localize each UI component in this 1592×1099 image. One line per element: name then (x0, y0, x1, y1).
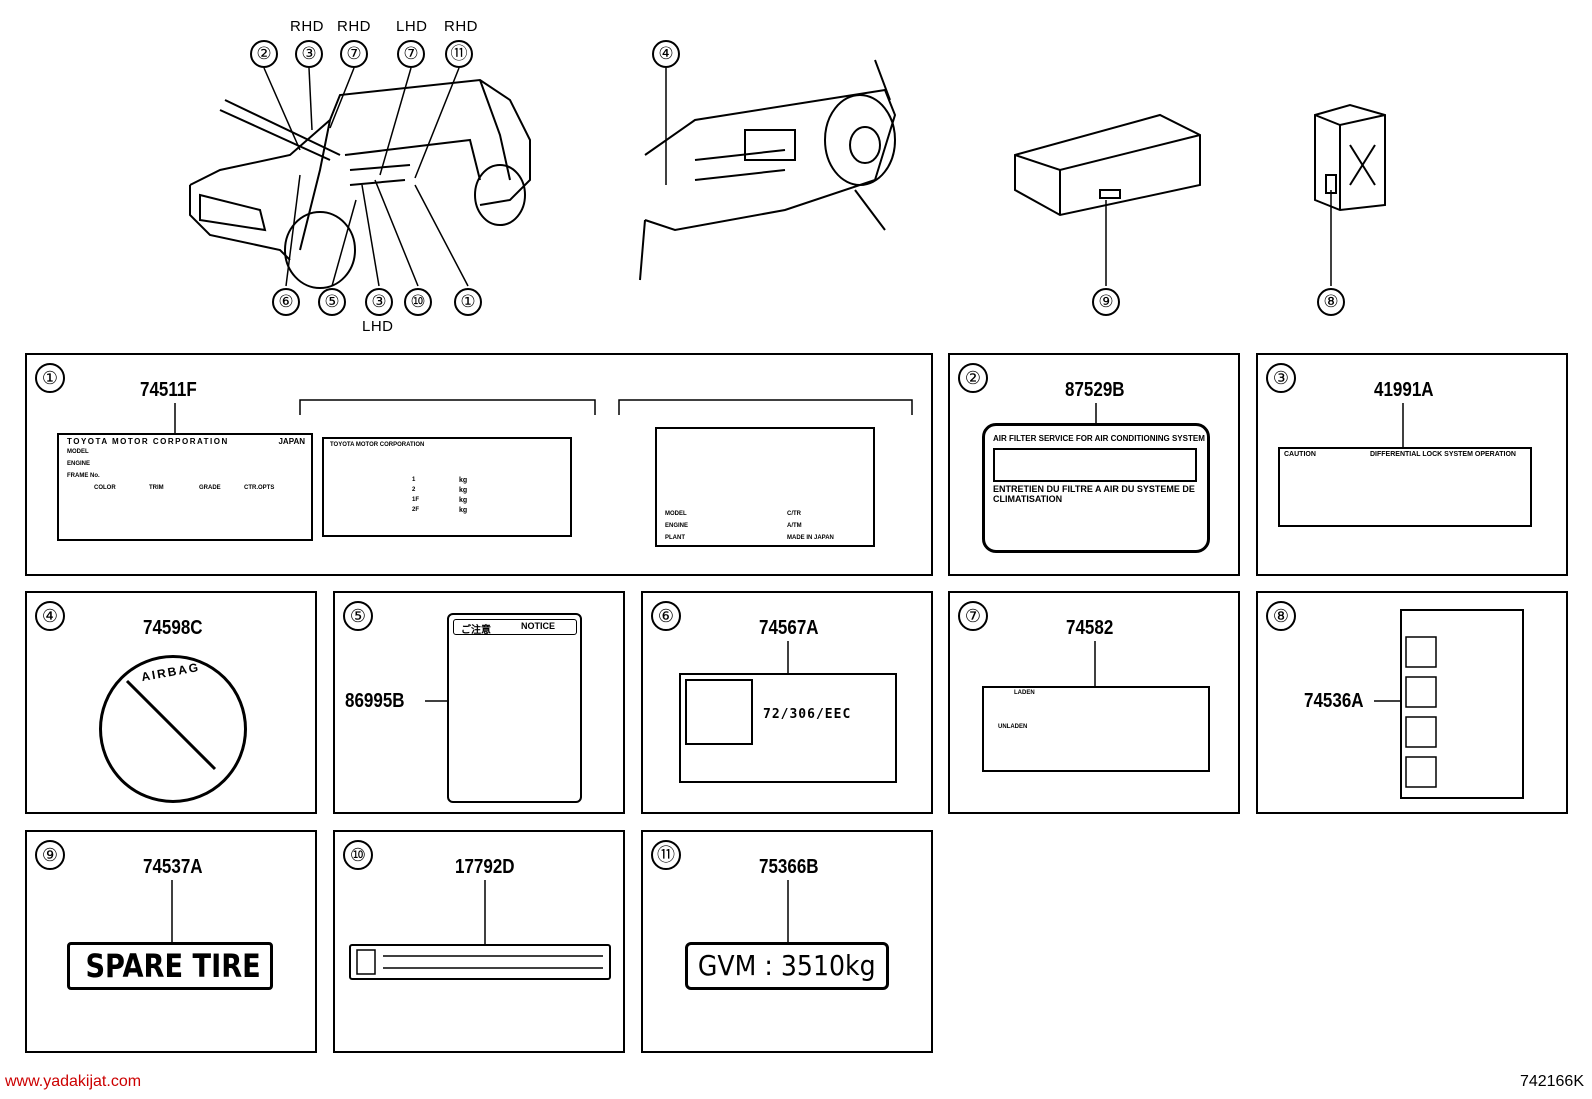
instruction-label (1400, 609, 1524, 799)
panel-number: ⑨ (35, 840, 65, 870)
panel-8: ⑧ 74536A (1256, 591, 1568, 814)
part-number: 74567A (759, 617, 819, 639)
panel-number: ⑪ (651, 840, 681, 870)
panel-number: ⑧ (1266, 601, 1296, 631)
part-number: 86995B (345, 690, 405, 712)
side-label: RHD (337, 18, 371, 35)
callout-5: ⑤ (318, 288, 346, 316)
plate-b: TOYOTA MOTOR CORPORATION 1 2 1F 2F kg kg… (322, 437, 572, 537)
plate-a: TOYOTA MOTOR CORPORATION JAPAN MODEL ENG… (57, 433, 313, 541)
panel-number: ⑤ (343, 601, 373, 631)
callout-3: ③ (295, 40, 323, 68)
panel-number: ⑦ (958, 601, 988, 631)
part-number: 74582 (1066, 617, 1114, 639)
panel-2: ② 87529B AIR FILTER SERVICE FOR AIR COND… (948, 353, 1240, 576)
part-number: 74537A (143, 856, 203, 878)
part-number: 41991A (1374, 379, 1434, 401)
ac-unit-illustration (1014, 113, 1201, 217)
side-label: RHD (290, 18, 324, 35)
strip-label (349, 944, 611, 980)
laden-label: LADEN UNLADEN (982, 686, 1210, 772)
callout-6: ⑥ (272, 288, 300, 316)
part-number: 75366B (759, 856, 819, 878)
panel-7: ⑦ 74582 LADEN UNLADEN (948, 591, 1240, 814)
panel-number: ④ (35, 601, 65, 631)
side-label: LHD (396, 18, 428, 35)
panel-number: ⑥ (651, 601, 681, 631)
eec-label: 72/306/EEC (679, 673, 897, 783)
dashboard-illustration (639, 59, 897, 281)
panel-10: ⑩ 17792D (333, 830, 625, 1053)
callout-7: ⑦ (340, 40, 368, 68)
panel-4: ④ 74598C AIRBAG (25, 591, 317, 814)
panel-number: ① (35, 363, 65, 393)
callout-3: ③ (365, 288, 393, 316)
notice-label: ご注意 NOTICE (447, 613, 582, 803)
panel-6: ⑥ 74567A 72/306/EEC (641, 591, 933, 814)
callout-1: ① (454, 288, 482, 316)
gvm-label: GVM : 3510kg (685, 942, 889, 990)
panel-5: ⑤ 86995B ご注意 NOTICE (333, 591, 625, 814)
part-number: 74511F (140, 379, 197, 401)
spare-tire-label: SPARE TIRE (67, 942, 273, 990)
panel-number: ② (958, 363, 988, 393)
part-number: 74536A (1304, 690, 1364, 712)
diagram-code: 742166K (1519, 1073, 1584, 1090)
leader-lines (263, 67, 1332, 287)
part-number: 87529B (1065, 379, 1125, 401)
panel-11: ⑪ 75366B GVM : 3510kg (641, 830, 933, 1053)
callout-9: ⑨ (1092, 288, 1120, 316)
air-filter-label: AIR FILTER SERVICE FOR AIR CONDITIONING … (982, 423, 1210, 553)
plate-c: MODEL ENGINE PLANT C/TR A/TM MADE IN JAP… (655, 427, 875, 547)
diff-lock-label: CAUTION DIFFERENTIAL LOCK SYSTEM OPERATI… (1278, 447, 1532, 527)
callout-10: ⑩ (404, 288, 432, 316)
callout-2: ② (250, 40, 278, 68)
part-number: 74598C (143, 617, 203, 639)
vehicle-illustration (189, 78, 531, 289)
panel-1: ① 74511F TOYOTA MOTOR CORPORATION JAPAN … (25, 353, 933, 576)
fuse-box-illustration (1314, 103, 1386, 212)
panel-number: ⑩ (343, 840, 373, 870)
panel-9: ⑨ 74537A SPARE TIRE (25, 830, 317, 1053)
callout-7: ⑦ (397, 40, 425, 68)
part-number: 17792D (455, 856, 515, 878)
panel-1-lines (174, 399, 913, 433)
airbag-disc (99, 655, 247, 803)
callout-8: ⑧ (1317, 288, 1345, 316)
side-label: LHD (362, 318, 394, 335)
panel-number: ③ (1266, 363, 1296, 393)
website-link[interactable]: www.yadakijat.com (5, 1073, 142, 1090)
side-label: RHD (444, 18, 478, 35)
callout-11: ⑪ (445, 40, 473, 68)
panel-3: ③ 41991A CAUTION DIFFERENTIAL LOCK SYSTE… (1256, 353, 1568, 576)
callout-4: ④ (652, 40, 680, 68)
